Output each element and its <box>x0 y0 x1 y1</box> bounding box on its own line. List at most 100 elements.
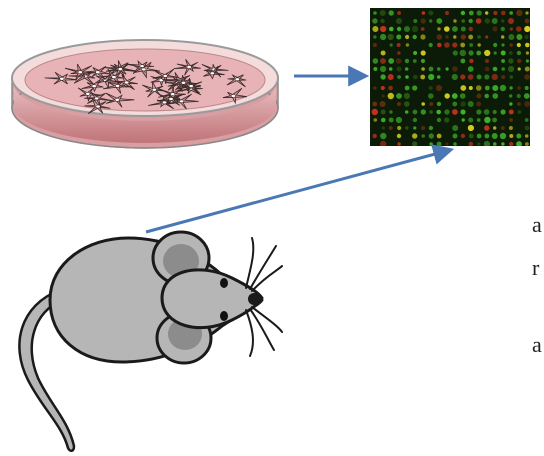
array-spot <box>516 9 523 17</box>
array-spot <box>452 125 459 131</box>
array-spot <box>396 43 401 47</box>
cropped-text-fragment: a <box>532 332 542 357</box>
array-spot <box>379 10 386 16</box>
array-spot <box>444 117 450 123</box>
array-spot <box>445 35 449 39</box>
array-spot <box>380 109 386 115</box>
array-spot <box>509 43 513 47</box>
array-spot <box>445 142 449 146</box>
array-spot <box>421 11 426 15</box>
array-spot <box>483 140 490 146</box>
array-spot <box>372 18 378 24</box>
array-spot <box>428 73 435 81</box>
array-spots <box>371 9 530 146</box>
array-spot <box>373 118 378 122</box>
array-spot <box>405 43 410 47</box>
array-spot <box>516 50 522 56</box>
array-spot <box>491 133 498 139</box>
array-spot <box>395 58 402 64</box>
array-spot <box>428 125 434 131</box>
array-spot <box>509 118 513 122</box>
array-spot <box>461 118 465 122</box>
array-spot <box>389 43 393 47</box>
array-spot <box>460 58 466 64</box>
array-spot <box>468 26 473 32</box>
array-spot <box>500 26 505 32</box>
array-spot <box>501 43 505 47</box>
array-spot <box>437 42 442 48</box>
array-spot <box>380 58 386 64</box>
array-spot <box>397 125 402 131</box>
array-spot <box>484 74 490 80</box>
array-spot <box>491 73 498 81</box>
array-spot <box>396 26 402 32</box>
array-spot <box>373 67 378 71</box>
array-spot <box>380 25 387 33</box>
array-spot <box>429 110 433 114</box>
array-spot <box>493 126 497 130</box>
array-spot <box>516 42 521 48</box>
array-spot <box>436 133 442 139</box>
array-spot <box>396 93 402 99</box>
array-spot <box>452 101 458 107</box>
array-spot <box>523 93 530 99</box>
array-spot <box>411 25 419 33</box>
array-spot <box>428 42 433 48</box>
array-spot <box>509 27 513 31</box>
array-spot <box>501 59 505 63</box>
array-spot <box>373 35 377 39</box>
array-spot <box>476 50 482 56</box>
array-spot <box>388 117 394 123</box>
array-spot <box>508 126 513 130</box>
array-spot <box>475 18 482 24</box>
array-spot <box>484 85 490 91</box>
array-spot <box>516 34 523 40</box>
cropped-text-fragment: a <box>532 212 542 237</box>
array-spot <box>493 42 498 48</box>
array-spot <box>372 26 379 32</box>
array-spot <box>475 85 482 91</box>
array-spot <box>468 18 473 24</box>
array-spot <box>381 117 386 123</box>
array-spot <box>403 92 410 100</box>
array-spot <box>452 133 458 139</box>
array-spot <box>404 85 410 91</box>
array-spot <box>453 19 457 23</box>
cell-nucleus <box>111 75 117 79</box>
array-spot <box>397 102 401 106</box>
cell-nucleus <box>158 78 164 82</box>
array-spot <box>467 124 474 132</box>
array-spot <box>491 18 498 24</box>
array-spot <box>388 85 393 91</box>
cell-nucleus <box>162 74 168 78</box>
cell-nucleus <box>170 92 176 96</box>
array-spot <box>380 140 387 146</box>
array-spot <box>469 58 474 64</box>
array-spot <box>476 133 482 139</box>
array-spot <box>508 109 514 115</box>
array-spot <box>387 74 394 80</box>
array-spot <box>460 42 466 48</box>
array-spot <box>484 133 490 139</box>
cell-nucleus <box>141 67 147 72</box>
array-spot <box>501 19 505 23</box>
array-spot <box>453 35 457 39</box>
array-spot <box>413 126 417 130</box>
array-spot <box>509 134 514 138</box>
array-spot <box>413 51 418 55</box>
array-spot <box>397 142 401 146</box>
array-spot <box>380 132 387 140</box>
cell <box>133 61 161 79</box>
array-spot <box>396 66 402 72</box>
array-spot <box>500 126 505 130</box>
array-spot <box>508 65 515 73</box>
array-spot <box>485 59 489 63</box>
array-spot <box>428 66 434 72</box>
adherent-cells <box>44 58 247 115</box>
cell-nucleus <box>77 70 83 74</box>
array-spot <box>373 11 377 15</box>
array-spot <box>509 102 513 106</box>
array-spot <box>508 34 515 40</box>
array-spot <box>444 42 450 48</box>
array-spot <box>525 11 529 15</box>
